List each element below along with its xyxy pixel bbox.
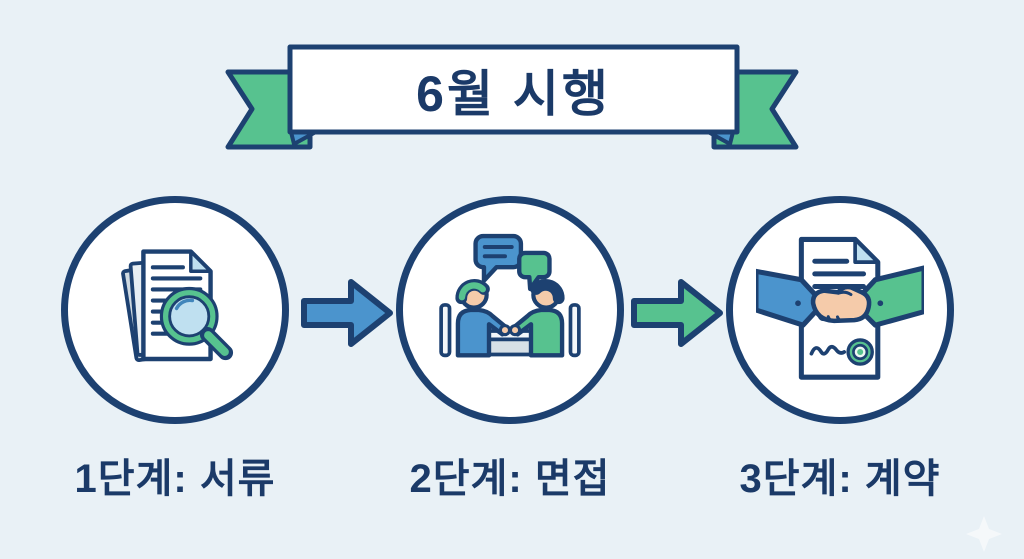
step-2-circle xyxy=(396,196,624,424)
handshake-contract-icon xyxy=(756,236,924,380)
step-2-label: 2단계: 면접 xyxy=(409,457,611,501)
arrow-shape xyxy=(301,279,393,347)
documents-magnifier-icon xyxy=(121,249,234,363)
step-3-label: 3단계: 계약 xyxy=(739,457,941,501)
sparkle-icon xyxy=(966,516,1002,552)
arrow-step1-to-step2 xyxy=(301,279,393,347)
step-1-circle xyxy=(61,196,289,424)
step-3-circle xyxy=(726,196,954,424)
ribbon-banner xyxy=(225,44,799,150)
banner-title: 6월 시행 xyxy=(416,65,611,122)
arrow-step2-to-step3 xyxy=(631,279,723,347)
interview-icon xyxy=(439,233,581,358)
step-1-label: 1단계: 서류 xyxy=(74,457,276,501)
arrow-shape xyxy=(631,279,723,347)
